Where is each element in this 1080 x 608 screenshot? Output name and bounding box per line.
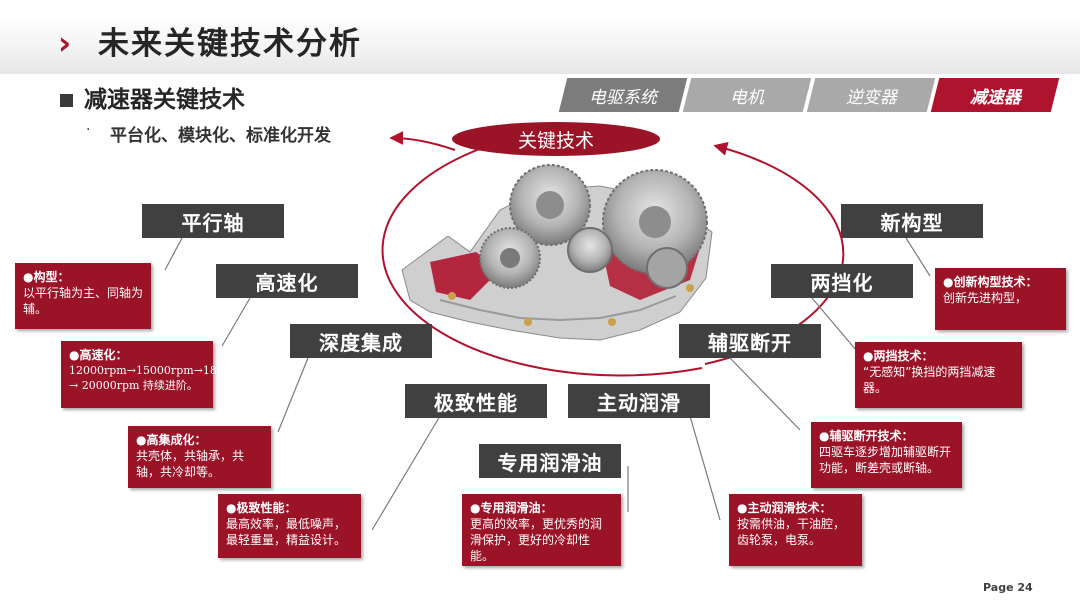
info-box-title: ●极致性能： [226, 501, 297, 515]
key-technology-oval: 关键技术 [452, 122, 660, 156]
info-box-new-configuration: ●创新构型技术： 创新先进构型， [935, 268, 1066, 330]
info-box-title: ●高速化： [69, 348, 128, 362]
info-box-title: ●两挡技术： [863, 349, 934, 363]
info-box-high-speed: ●高速化： 12000rpm→15000rpm→18000rpm → 20000… [61, 341, 261, 408]
section-subpoint: 平台化、模块化、标准化开发 [110, 126, 331, 146]
label-new-configuration: 新构型 [841, 204, 983, 238]
info-box-extreme-performance: ●极致性能： 最高效率，最低噪声，最轻重量，精益设计。 [218, 494, 361, 558]
label-aux-drive-disconnect: 辅驱断开 [679, 324, 821, 358]
page-number: Page 24 [983, 581, 1033, 594]
info-box-desc: 12000rpm→15000rpm→18000rpm → 20000rpm 持续… [69, 364, 261, 392]
page-title: 未来关键技术分析 [98, 26, 362, 62]
square-bullet-icon [60, 94, 73, 107]
info-box-aux-drive-disconnect: ●辅驱断开技术： 四驱车逐步增加辅驱断开功能，断差壳或断轴。 [811, 422, 962, 488]
label-extreme-performance: 极致性能 [405, 384, 547, 418]
info-box-parallel-shaft: ●构型： 以平行轴为主、同轴为辅。 [15, 263, 151, 329]
info-box-title: ●构型： [23, 270, 70, 284]
info-box-title: ●创新构型技术： [943, 275, 1038, 289]
chevron-right-icon: › [58, 24, 72, 62]
info-box-desc: 更高的效率，更优秀的润滑保护，更好的冷却性能。 [470, 517, 603, 563]
bullet-dot: · [86, 122, 91, 138]
label-dedicated-lubricant: 专用润滑油 [479, 444, 621, 478]
info-box-dedicated-lubricant: ●专用润滑油： 更高的效率，更优秀的润滑保护，更好的冷却性能。 [462, 494, 621, 566]
info-box-integration: ●高集成化： 共壳体，共轴承，共轴，共冷却等。 [128, 426, 271, 488]
info-box-desc: 最高效率，最低噪声，最轻重量，精益设计。 [226, 517, 347, 547]
info-box-active-lubrication: ●主动润滑技术： 按需供油，干油腔，齿轮泵，电泵。 [729, 494, 862, 566]
label-active-lubrication: 主动润滑 [568, 384, 710, 418]
info-box-desc: 按需供油，干油腔，齿轮泵，电泵。 [737, 517, 846, 547]
label-two-speed: 两挡化 [771, 264, 913, 298]
label-deep-integration: 深度集成 [290, 324, 432, 358]
info-box-title: ●专用润滑油： [470, 501, 553, 515]
title-band [0, 12, 1080, 74]
info-box-desc: 共壳体，共轴承，共轴，共冷却等。 [136, 449, 245, 479]
info-box-desc: “无感知”换挡的两挡减速器。 [863, 365, 996, 395]
connector-lines [164, 237, 931, 531]
info-box-title: ●高集成化： [136, 433, 207, 447]
info-box-title: ●主动润滑技术： [737, 501, 832, 515]
reducer-gearbox-illustration [401, 164, 713, 341]
section-heading: 减速器关键技术 [84, 87, 245, 113]
info-box-two-speed: ●两挡技术： “无感知”换挡的两挡减速器。 [855, 342, 1022, 408]
info-box-desc: 创新先进构型， [943, 291, 1028, 305]
info-box-desc: 四驱车逐步增加辅驱断开功能，断差壳或断轴。 [819, 445, 952, 475]
info-box-desc: 以平行轴为主、同轴为辅。 [23, 286, 144, 316]
label-parallel-shaft: 平行轴 [142, 204, 284, 238]
info-box-title: ●辅驱断开技术： [819, 429, 914, 443]
label-high-speed: 高速化 [216, 264, 358, 298]
